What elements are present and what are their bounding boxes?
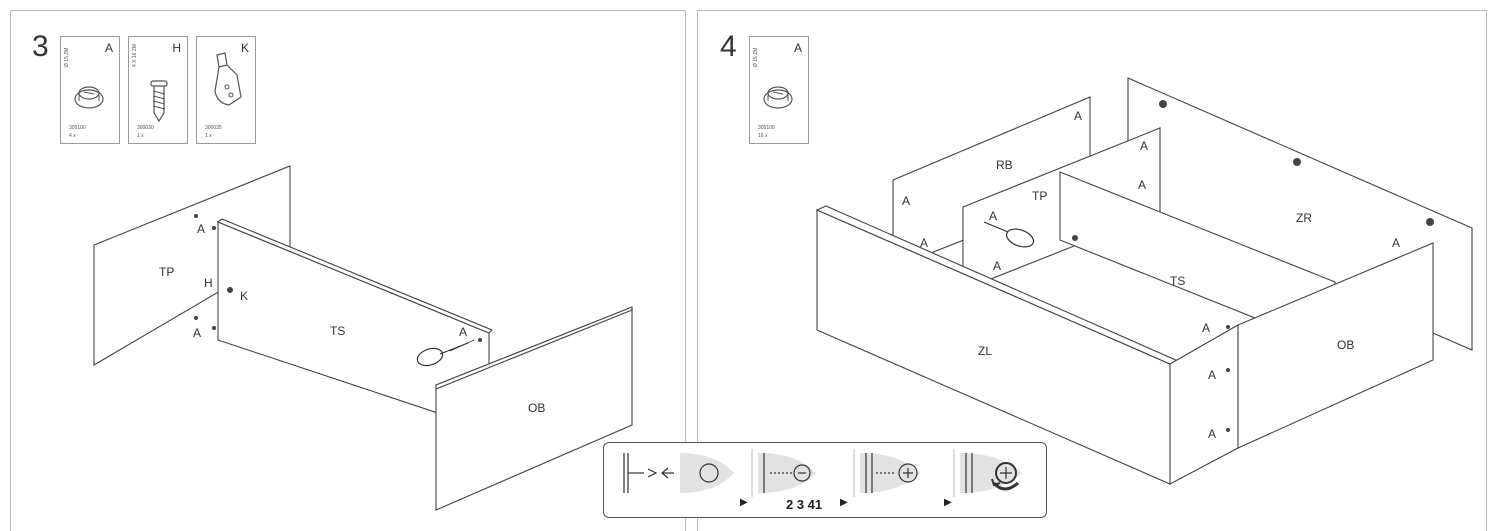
tightening-sequence: 2 3 41 bbox=[786, 497, 823, 512]
sequence-arrow: ▶ bbox=[944, 497, 952, 508]
label-a: A bbox=[459, 325, 467, 339]
sequence-arrow: ▶ bbox=[840, 497, 848, 508]
label-zr: ZR bbox=[1296, 211, 1312, 225]
label-ts: TS bbox=[1170, 274, 1185, 288]
label-tp: TP bbox=[1032, 189, 1047, 203]
label-zl: ZL bbox=[978, 344, 992, 358]
part-card-h: H 4 X 16 ZM 300030 1 x bbox=[128, 36, 188, 144]
part-qty: 1 x bbox=[137, 133, 144, 139]
label-a: A bbox=[193, 326, 201, 340]
cam-lock-legend: ▶ 2 3 41 ▶ ▶ bbox=[603, 442, 1047, 518]
part-qty: 1 x bbox=[205, 133, 212, 139]
label-a: A bbox=[993, 259, 1001, 273]
label-ts: TS bbox=[330, 324, 345, 338]
part-code: 300035 bbox=[205, 125, 222, 131]
label-k: K bbox=[240, 289, 248, 303]
label-a: A bbox=[1392, 236, 1400, 250]
cam-screwdriver-step3 bbox=[416, 339, 475, 367]
label-a: A bbox=[920, 236, 928, 250]
step-4-panel bbox=[697, 10, 1487, 531]
part-code: 300030 bbox=[137, 125, 154, 131]
part-letter: A bbox=[793, 41, 802, 55]
label-h: H bbox=[204, 276, 213, 290]
part-card-a: A Ø 15 ZM 305100 4 x bbox=[60, 36, 120, 144]
label-ob: OB bbox=[528, 401, 545, 415]
step-3-panel bbox=[10, 10, 686, 531]
step-3-number: 3 bbox=[32, 30, 49, 63]
part-qty: 4 x bbox=[69, 133, 76, 139]
label-a: A bbox=[989, 209, 997, 223]
part-letter: A bbox=[104, 41, 113, 55]
part-letter: H bbox=[172, 41, 181, 55]
label-a: A bbox=[1138, 178, 1146, 192]
label-a: A bbox=[902, 194, 910, 208]
part-code: 305100 bbox=[69, 125, 86, 131]
label-a: A bbox=[1140, 139, 1148, 153]
part-code: 305100 bbox=[758, 125, 775, 131]
legend-diagram bbox=[623, 449, 1022, 497]
part-letter: K bbox=[240, 41, 249, 55]
label-ob: OB bbox=[1337, 338, 1354, 352]
part-card-k: K 300035 1 x bbox=[196, 36, 256, 144]
label-a: A bbox=[1208, 368, 1216, 382]
cam-lock-icon bbox=[763, 86, 793, 109]
step-4-number: 4 bbox=[720, 30, 737, 63]
bracket-icon bbox=[214, 52, 242, 106]
label-a: A bbox=[197, 222, 205, 236]
part-card-a-step4: A Ø 15 ZM 305100 16 x bbox=[749, 36, 809, 144]
part-qty: 16 x bbox=[758, 133, 768, 139]
label-a: A bbox=[1208, 427, 1216, 441]
label-a: A bbox=[1202, 321, 1210, 335]
cam-lock-icon bbox=[74, 86, 104, 109]
label-rb: RB bbox=[996, 158, 1013, 172]
cam-screwdriver-step4 bbox=[983, 221, 1035, 248]
label-a: A bbox=[1074, 109, 1082, 123]
sequence-arrow: ▶ bbox=[740, 497, 748, 508]
label-tp: TP bbox=[159, 265, 174, 279]
screw-icon bbox=[150, 80, 168, 123]
